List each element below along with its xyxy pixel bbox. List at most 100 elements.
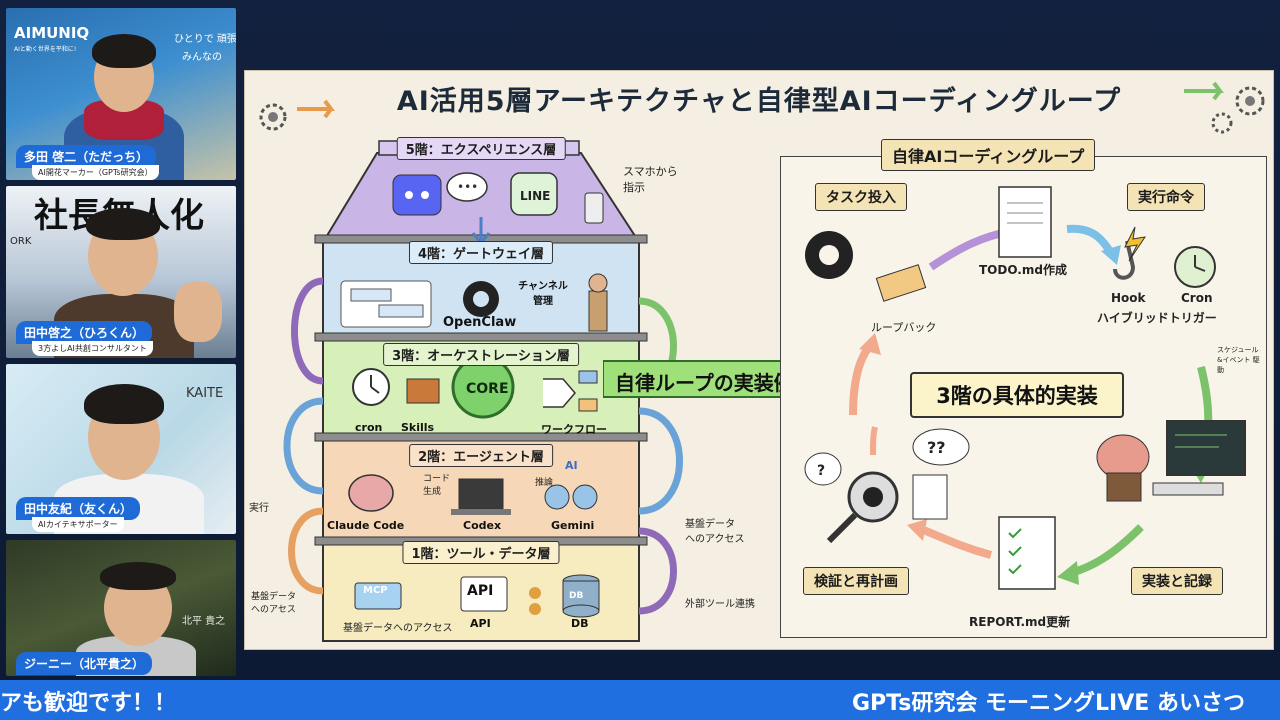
brain-coder-icon xyxy=(1096,434,1150,480)
floor3-impl-title: 3階の具体的実装 xyxy=(910,372,1124,418)
participant-tile-2[interactable]: 社長無人化 ORK 田中啓之（ひろくん） 3方よしAI共創コンサルタント xyxy=(6,186,236,358)
report-label: REPORT.md更新 xyxy=(969,615,1071,629)
robot-icon-1 xyxy=(544,484,570,510)
ticker-bar: アも歓迎です！！ GPTs研究会 モーニングLIVE あいさつ xyxy=(0,680,1280,720)
keyboard-icon xyxy=(1152,482,1224,496)
db-box-label: DB xyxy=(569,591,584,601)
api-label: API xyxy=(470,617,491,630)
participant-name: 田中友紀（友くん） xyxy=(16,497,141,520)
step-task-input: タスク投入 xyxy=(815,183,907,211)
line-icon xyxy=(510,172,558,216)
cron-label: Cron xyxy=(1181,291,1213,305)
step-implement-record: 実装と記録 xyxy=(1131,567,1223,595)
person-hair xyxy=(92,34,156,68)
participant-name: ジーニー（北平貴之） xyxy=(16,652,153,675)
workflow-label: ワークフロー xyxy=(541,423,607,436)
ticker-text-right: GPTs研究会 モーニングLIVE あいさつ xyxy=(852,691,1245,716)
bg-tagline: AIと動く世界を平和に! xyxy=(14,46,77,53)
claude-code-label: Claude Code xyxy=(327,519,405,532)
base-data-left-note: 基盤データ へのアセス xyxy=(251,592,297,615)
waving-hand xyxy=(174,282,222,342)
monitor-icon xyxy=(1166,420,1246,476)
cron-label: cron xyxy=(355,421,383,434)
participant-tile-4[interactable]: 北平 貴之 ジーニー（北平貴之） xyxy=(6,540,236,676)
hook-icon xyxy=(1113,240,1136,280)
loop-heading: 自律AIコーディングループ xyxy=(881,139,1096,171)
smartphone-icon xyxy=(584,192,604,224)
mcp-box-icon xyxy=(354,582,402,610)
participant-tile-3[interactable]: KAITE 田中友紀（友くん） AIカイテキサポーター xyxy=(6,364,236,534)
skills-label: Skills xyxy=(401,421,435,434)
slide-title: AI活用5層アーキテクチャと自律型AIコーディングループ xyxy=(396,86,1122,117)
person-hair xyxy=(86,208,160,240)
participant-subtitle: 3方よしAI共創コンサルタント xyxy=(32,341,153,356)
exec-note: 実行 xyxy=(249,503,269,514)
step-exec-command: 実行命令 xyxy=(1127,183,1205,211)
api-box-icon xyxy=(460,576,508,612)
code-gen-note: コード 生成 xyxy=(423,474,451,497)
bg-logo-text: AIMUNIQ xyxy=(14,24,90,42)
floor-1-label: 1階：ツール・データ層 xyxy=(402,541,560,564)
todo-document-icon xyxy=(998,186,1052,258)
gear-arrow-decoration-right xyxy=(1184,81,1265,134)
person-hair xyxy=(84,384,164,424)
channel-manage-label: チャンネル 管理 xyxy=(518,281,568,307)
base-data-right-note: 基盤データ へのアクセス xyxy=(685,519,745,545)
manager-figure-icon xyxy=(588,290,608,332)
participant-subtitle: AI開花マーカー（GPTs研究会） xyxy=(32,165,159,180)
codex-label: Codex xyxy=(463,519,502,532)
floor-4-label: 4階：ゲートウェイ層 xyxy=(408,241,554,264)
bg-name-text: 北平 貴之 xyxy=(182,616,226,627)
hybrid-trigger-label: ハイブリッドトリガー xyxy=(1097,311,1217,325)
floor-3-label: 3階：オーケストレーション層 xyxy=(383,343,579,366)
svg-text:CORE: CORE xyxy=(466,381,509,397)
bg-text-right: ひとりで 頑張 xyxy=(174,34,236,45)
question-bubble-icon xyxy=(912,428,970,466)
chat-windows-icon xyxy=(340,280,432,328)
person-hair xyxy=(100,562,176,590)
loopback-label: ループバック xyxy=(871,321,937,334)
floor-2-label: 2階：エージェント層 xyxy=(409,444,553,467)
db-label: DB xyxy=(571,617,589,630)
robot-icon-2 xyxy=(572,484,598,510)
bg-text-right-2: みんなの xyxy=(182,52,222,63)
laptop-icon xyxy=(458,478,504,510)
base-data-access-label: 基盤データへのアクセス xyxy=(343,623,453,634)
inference-note: 推論 xyxy=(535,478,554,488)
floor-5-label: 5階：エクスペリエンス層 xyxy=(396,137,566,160)
ticket-icon xyxy=(875,264,927,302)
loop-diagram: ?? ? xyxy=(804,186,1246,590)
discord-icon xyxy=(392,174,442,216)
gemini-label: Gemini xyxy=(551,519,595,532)
brain-icon xyxy=(348,474,394,512)
participant-tile-1[interactable]: AIMUNIQ AIと動く世界を平和に! ひとりで 頑張 みんなの 多田 啓二（… xyxy=(6,8,236,180)
svg-text:??: ?? xyxy=(927,438,946,457)
clipboard-icon xyxy=(912,474,948,520)
svg-text:•••: ••• xyxy=(457,180,478,194)
loop-frame: 自律AIコーディングループ xyxy=(780,139,1267,638)
phone-instruction-note: スマホから 指示 xyxy=(623,165,678,194)
ticker-text-left: アも歓迎です！！ xyxy=(0,691,177,716)
ai-note: AI xyxy=(565,459,578,472)
participant-subtitle: AIカイテキサポーター xyxy=(32,517,124,532)
participant-name: 多田 啓二（ただっち） xyxy=(16,145,157,168)
api-box-label: API xyxy=(467,583,494,599)
gear-arrow-decoration-left xyxy=(259,99,335,131)
toolbox-icon xyxy=(406,378,440,404)
shared-slide: AI活用5層アーキテクチャと自律型AIコーディングループ xyxy=(244,70,1274,650)
chat-bubble-icon xyxy=(446,172,488,202)
report-document-icon xyxy=(998,516,1056,590)
svg-text:LINE: LINE xyxy=(520,189,550,203)
workflow-icon xyxy=(543,378,576,408)
participant-name: 田中啓之（ひろくん） xyxy=(16,321,153,344)
schedule-event-label: スケジュール &イベント 駆動 xyxy=(1217,346,1260,374)
svg-text:?: ? xyxy=(817,463,825,479)
external-tool-note: 外部ツール連携 xyxy=(685,599,755,610)
step-verify-replan: 検証と再計画 xyxy=(803,567,909,595)
mcp-label: MCP xyxy=(363,585,388,596)
building-diagram: ••• LINE CORE xyxy=(283,140,683,642)
openclaw-label: OpenClaw xyxy=(443,315,517,330)
bg-logo-text: KAITE xyxy=(186,386,224,401)
todo-label: TODO.md作成 xyxy=(979,263,1067,277)
bg-side-text: ORK xyxy=(10,236,32,247)
